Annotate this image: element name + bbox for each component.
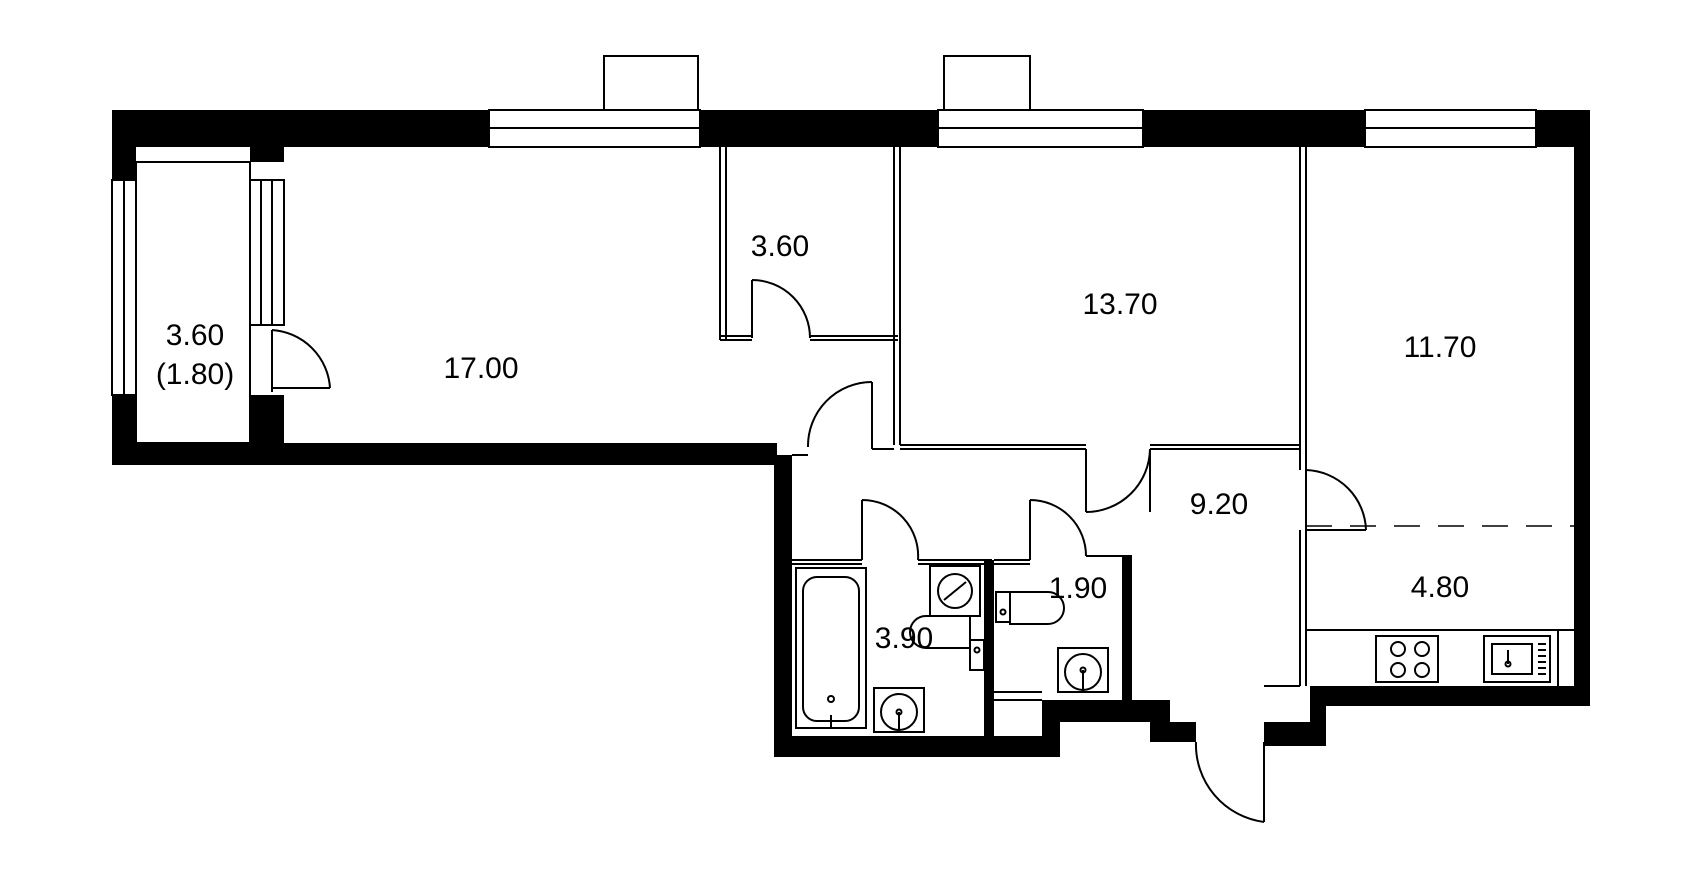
windows: [111, 55, 1537, 396]
bedroom-2-area-label: 11.70: [1404, 331, 1477, 364]
storage-area-label: 3.60: [751, 230, 809, 263]
hall-area-label: 9.20: [1190, 488, 1248, 521]
toilet-area-label: 1.90: [1049, 572, 1107, 605]
washing-machine-icon: [929, 565, 981, 617]
bathtub-icon: [795, 567, 867, 729]
wc-toilet-icon: [995, 591, 1065, 625]
living-room-area-label: 17.00: [443, 352, 518, 385]
stove-icon: [1375, 635, 1439, 683]
kitchen-sink-icon: [1483, 635, 1551, 683]
balcony-area-label: 3.60: [166, 319, 224, 352]
balcony-reduced-area-label: (1.80): [156, 358, 234, 391]
bedroom-1-area-label: 13.70: [1082, 288, 1157, 321]
toilet-icon: [909, 615, 985, 671]
wc-sink-icon: [1057, 647, 1109, 693]
bathroom-area-label: 3.90: [875, 622, 933, 655]
doors: [271, 279, 1367, 823]
room-labels: 3.60 (1.80) 17.00 3.60 13.70 11.70 9.20 …: [156, 230, 1477, 655]
interior-walls: [135, 147, 1574, 736]
kitchen-area-label: 4.80: [1411, 571, 1469, 604]
fixtures: [795, 565, 1551, 733]
sink-icon: [873, 687, 925, 733]
